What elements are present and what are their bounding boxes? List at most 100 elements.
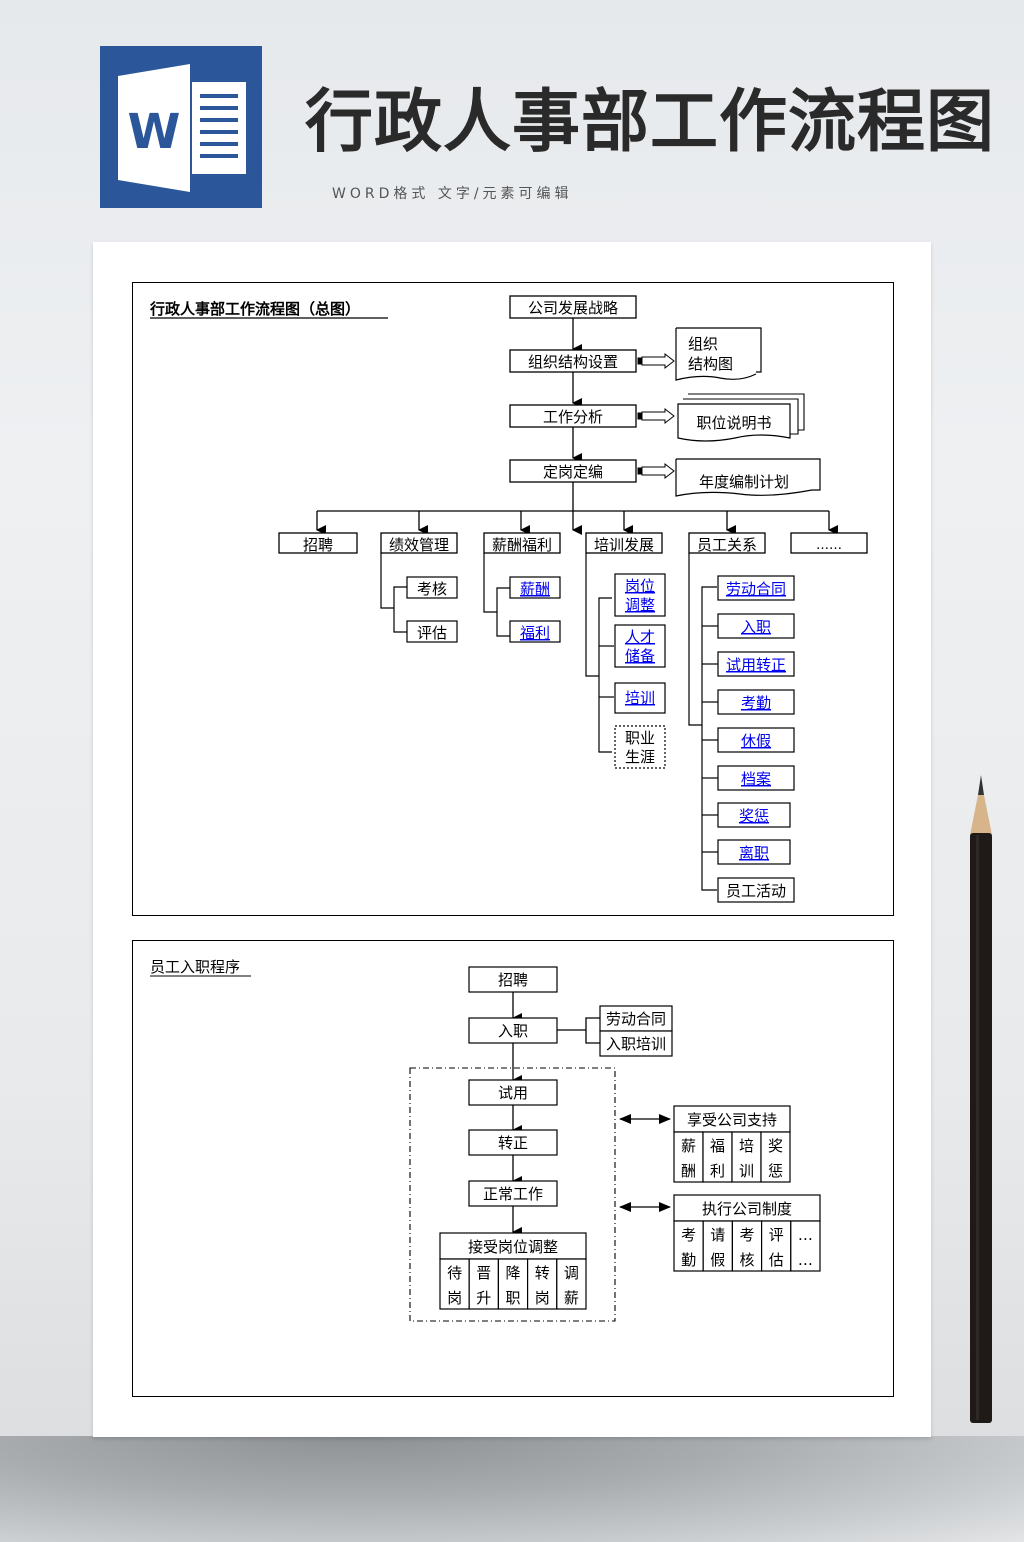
branch-compensation: 薪酬福利 [483, 532, 561, 554]
table-cell-text: 考 [681, 1226, 696, 1244]
table-cell-text: 降 [505, 1264, 520, 1282]
hero-subtitle: WORD格式 文字/元素可编辑 [332, 186, 573, 202]
svg-text:人才[interactable]: 人才 [625, 628, 655, 646]
relations-item-label[interactable]: 档案 [741, 770, 771, 788]
svg-text:储备[interactable]: 储备 [625, 647, 655, 665]
step-strategy: 公司发展战略 [528, 299, 618, 317]
svg-text:年度编制计划: 年度编制计划 [699, 473, 789, 491]
link-item[interactable]: 试用转正 [717, 651, 795, 677]
onboard-step: 入职 [468, 1017, 558, 1044]
table-cell-text: … [798, 1251, 813, 1269]
link-item[interactable]: 劳动合同 [717, 575, 795, 601]
onboard-step: 招聘 [468, 966, 558, 993]
branch-relations: 员工关系 [688, 532, 766, 554]
link-item[interactable]: 薪酬 [509, 576, 561, 599]
relations-item-label[interactable]: 休假 [741, 732, 771, 750]
table-cell-text: 培 [739, 1137, 754, 1155]
svg-text:执行公司制度: 执行公司制度 [702, 1200, 792, 1218]
table-cell-text: 升 [476, 1289, 491, 1307]
word-icon: W [100, 46, 262, 208]
svg-text:福利[interactable]: 福利 [520, 624, 550, 642]
svg-text:……: …… [816, 538, 842, 553]
onboard-step: 试用 [468, 1079, 558, 1106]
step-job-analysis: 工作分析 [543, 408, 603, 426]
entry-docs: 劳动合同 入职培训 [599, 1005, 673, 1057]
branch-more: …… [790, 532, 868, 554]
svg-text:转正: 转正 [498, 1134, 528, 1152]
table-cell-text: 请 [710, 1226, 725, 1244]
sub-item: 评估 [406, 620, 458, 643]
svg-text:培训[interactable]: 培训 [625, 689, 655, 707]
table-cell: 转岗 [526, 1258, 558, 1310]
table-cell-text: 调 [564, 1264, 579, 1282]
step-org: 组织结构设置 [528, 353, 618, 371]
table-cell: 考核 [731, 1220, 763, 1272]
table-cell: 薪酬 [673, 1131, 704, 1183]
svg-text:岗位[interactable]: 岗位 [625, 577, 655, 595]
relations-item-label[interactable]: 劳动合同 [726, 580, 786, 598]
link-item[interactable]: 离职 [717, 839, 791, 865]
doc-org-chart: 组织 结构图 [675, 327, 762, 381]
block-arrow-icon [637, 462, 675, 480]
table-cell: 福利 [702, 1131, 733, 1183]
doc-job-description: 职位说明书 [677, 393, 805, 442]
table-cell-text: 惩 [768, 1162, 783, 1180]
sub-item: 员工活动 [717, 877, 795, 903]
relations-item-label[interactable]: 离职 [739, 844, 769, 862]
relations-item-label[interactable]: 考勤 [741, 694, 771, 712]
svg-text:薪酬福利: 薪酬福利 [492, 536, 552, 554]
svg-text:结构图: 结构图 [688, 355, 733, 373]
overview-title: 行政人事部工作流程图（总图） [149, 300, 360, 318]
relations-item-label[interactable]: 试用转正 [726, 656, 786, 674]
svg-text:薪酬[interactable]: 薪酬 [520, 580, 550, 598]
link-item[interactable]: 休假 [717, 727, 795, 753]
table-cell: 降职 [497, 1258, 529, 1310]
table-cell-text: 评 [769, 1226, 784, 1244]
table-cell-text: 转 [535, 1264, 550, 1282]
svg-text:职位说明书: 职位说明书 [696, 414, 771, 432]
relations-item-label[interactable]: 入职 [741, 618, 771, 636]
svg-text:培训发展: 培训发展 [594, 536, 654, 554]
svg-text:招聘: 招聘 [303, 536, 333, 554]
link-item[interactable]: 福利 [509, 620, 561, 643]
svg-text:试用: 试用 [498, 1084, 528, 1102]
table-cell-text: 考 [739, 1226, 754, 1244]
link-item[interactable]: 岗位 调整 [614, 573, 666, 617]
link-item[interactable]: 考勤 [717, 689, 795, 715]
table-cell: 评估 [760, 1220, 792, 1272]
relations-item-label: 员工活动 [726, 882, 786, 900]
svg-text:入职培训: 入职培训 [606, 1035, 666, 1053]
table-cell-text: 假 [710, 1251, 725, 1269]
table-cell-text: 勤 [681, 1251, 696, 1269]
table-cell-text: 酬 [681, 1162, 696, 1180]
main-step: 定岗定编 [509, 459, 637, 483]
svg-text:享受公司支持: 享受公司支持 [687, 1111, 777, 1129]
table-cell: 奖惩 [760, 1131, 791, 1183]
table-cell: 培训 [731, 1131, 762, 1183]
table-cell: …… [790, 1220, 821, 1272]
table-cell-text: 利 [710, 1162, 725, 1180]
table-cell-text: 岗 [447, 1289, 462, 1307]
branch-performance: 绩效管理 [380, 532, 458, 554]
onboarding-title: 员工入职程序 [150, 958, 240, 976]
svg-text:生涯: 生涯 [625, 748, 655, 766]
branch-recruit: 招聘 [278, 532, 358, 554]
table-cell-text: 晋 [476, 1264, 491, 1282]
table-cell-text: 薪 [681, 1137, 696, 1155]
sub-item: 考核 [406, 576, 458, 599]
table-cell-text: 职 [505, 1289, 520, 1307]
link-item[interactable]: 档案 [717, 765, 795, 791]
relations-item-label[interactable]: 奖惩 [739, 807, 769, 825]
table-cell: 待岗 [439, 1258, 470, 1310]
table-cell-text: 估 [769, 1251, 784, 1269]
link-item[interactable]: 培训 [614, 682, 666, 714]
svg-text:调整[interactable]: 调整 [625, 596, 655, 614]
link-item[interactable]: 人才 储备 [614, 624, 666, 668]
link-item[interactable]: 奖惩 [717, 802, 791, 828]
probation-group [409, 1067, 616, 1322]
link-item[interactable]: 入职 [717, 613, 795, 639]
onboard-step: 转正 [468, 1129, 558, 1156]
